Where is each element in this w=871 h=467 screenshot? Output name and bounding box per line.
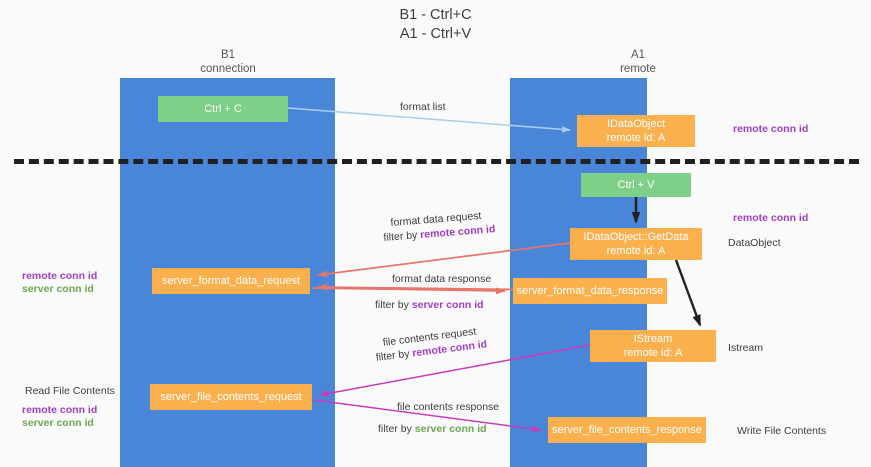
node-idataobject-getdata[interactable]: IDataObject::GetData remote id: A <box>570 228 702 260</box>
node-server-format-data-request-label: server_format_data_request <box>161 275 301 287</box>
edge-label-file-contents-response-filter: filter by server conn id <box>378 422 487 436</box>
node-server-format-data-response[interactable]: server_format_data_response <box>513 278 667 304</box>
node-ctrl-c[interactable]: Ctrl + C <box>158 96 288 122</box>
annotation-right-remote-conn-id-mid: remote conn id <box>733 212 809 224</box>
node-server-file-contents-response-label: server_file_contents_response <box>552 424 702 436</box>
edge-label-format-data-response: format data response <box>392 273 492 285</box>
column-header-a1-title: A1 <box>630 49 646 61</box>
column-header-a1-subtitle: remote <box>620 63 656 75</box>
format-data-response-filter-prefix: filter by <box>375 299 412 311</box>
node-server-file-contents-request-label: server_file_contents_request <box>160 391 302 403</box>
edge-label-file-contents-response: file contents response <box>397 401 500 413</box>
edge-label-format-data-response-filter: filter by server conn id <box>375 298 484 312</box>
title-line-2: A1 - Ctrl+V <box>399 26 472 42</box>
title-line-1: B1 - Ctrl+C <box>399 7 472 23</box>
file-contents-response-filter-key: server conn id <box>414 423 487 435</box>
page-title: B1 - Ctrl+C A1 - Ctrl+V <box>0 6 871 44</box>
node-istream[interactable]: IStream remote id: A <box>590 330 716 362</box>
annotation-left-remote-conn-id-low: remote conn id <box>22 404 98 416</box>
annotation-left-server-conn-id-low: server conn id <box>22 417 94 429</box>
column-header-b1-title: B1 <box>220 49 236 61</box>
node-server-format-data-response-label: server_format_data_response <box>516 285 664 297</box>
node-ctrl-v[interactable]: Ctrl + V <box>581 173 691 197</box>
node-istream-label: IStream <box>633 333 673 345</box>
annotation-read-file-contents: Read File Contents <box>25 385 115 397</box>
node-server-format-data-request[interactable]: server_format_data_request <box>152 268 310 294</box>
annotation-write-file-contents: Write File Contents <box>737 425 827 437</box>
format-data-response-filter-key: server conn id <box>411 299 484 311</box>
node-idataobject-sublabel: remote id: A <box>606 132 666 144</box>
node-idataobject[interactable]: IDataObject remote id: A <box>577 115 695 147</box>
file-contents-response-filter-prefix: filter by <box>378 423 415 435</box>
node-idataobject-label: IDataObject <box>606 118 666 130</box>
column-header-a1: A1 remote <box>578 48 698 76</box>
node-server-file-contents-response[interactable]: server_file_contents_response <box>548 417 706 443</box>
format-data-request-filter-prefix: filter by <box>383 229 421 244</box>
node-server-file-contents-request[interactable]: server_file_contents_request <box>150 384 312 410</box>
phase-divider <box>14 159 859 164</box>
edge-label-format-list: format list <box>400 101 446 113</box>
node-idataobject-getdata-label: IDataObject::GetData <box>583 231 689 243</box>
annotation-left-server-conn-id-mid: server conn id <box>22 283 94 295</box>
annotation-istream: Istream <box>728 342 764 354</box>
column-header-b1-subtitle: connection <box>200 63 256 75</box>
node-ctrl-c-label: Ctrl + C <box>204 103 242 115</box>
node-istream-sublabel: remote id: A <box>623 347 683 359</box>
annotation-right-remote-conn-id-top: remote conn id <box>733 123 809 135</box>
annotation-dataobject: DataObject <box>728 237 781 249</box>
node-idataobject-getdata-sublabel: remote id: A <box>606 245 666 257</box>
column-header-b1: B1 connection <box>168 48 288 76</box>
node-ctrl-v-label: Ctrl + V <box>617 179 655 191</box>
annotation-left-remote-conn-id-mid: remote conn id <box>22 270 98 282</box>
